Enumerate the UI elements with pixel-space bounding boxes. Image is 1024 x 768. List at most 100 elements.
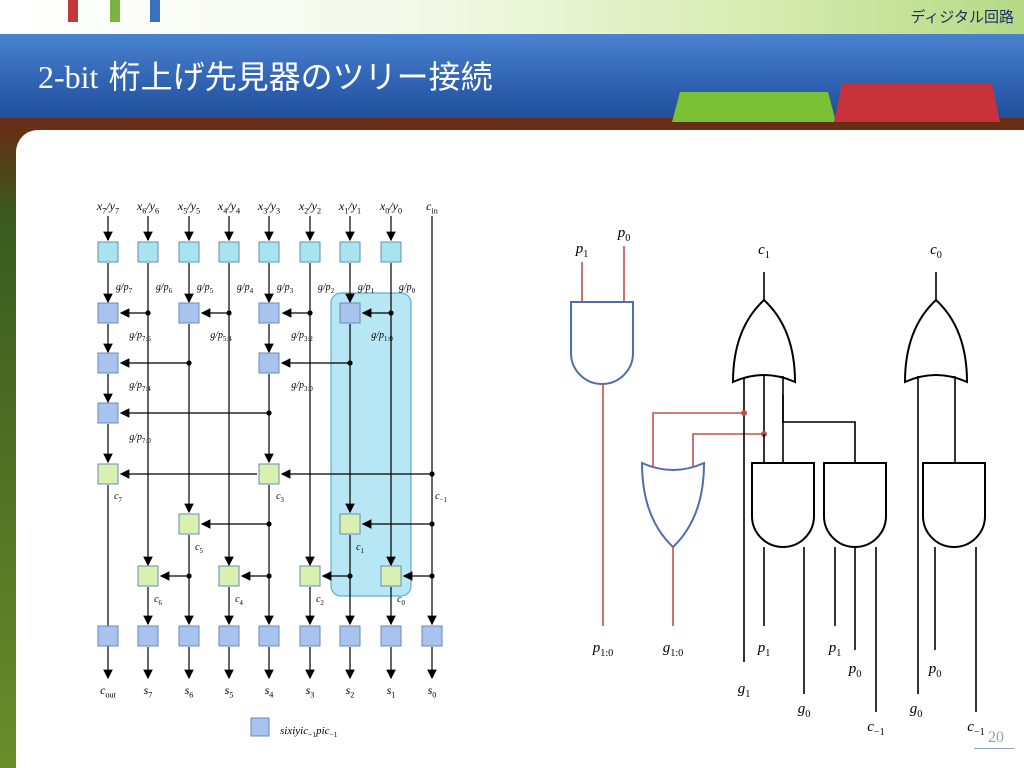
- label-subscript: 4: [269, 690, 273, 699]
- label-base: p: [592, 640, 601, 656]
- gp-label: g/p1:0​: [371, 330, 393, 343]
- pg-generator-box: [299, 241, 321, 263]
- input-label: x4​/y4​: [217, 199, 240, 215]
- gate-input-label: g0​: [798, 701, 811, 720]
- label-base: g: [798, 701, 806, 717]
- carry-box: [380, 565, 402, 587]
- combine-box: [97, 302, 119, 324]
- gate-wire: [652, 412, 744, 467]
- input-label: x5​/y5​: [177, 199, 200, 215]
- label-subscript: 3: [276, 206, 280, 215]
- label-base: c: [967, 719, 974, 735]
- label-subscript: 5: [183, 206, 187, 215]
- label-subscript: 3: [310, 690, 314, 699]
- tab-blue: [150, 0, 160, 22]
- red-tab-shape: [834, 84, 1000, 122]
- carry-box: [339, 513, 361, 535]
- gate-input-label: p1​: [757, 640, 771, 659]
- label-subscript: 2: [331, 288, 335, 295]
- output-label: s3​: [306, 683, 315, 699]
- label-subscript: 7: [115, 206, 119, 215]
- label-base: /y: [347, 199, 357, 213]
- label-base: /y: [266, 199, 276, 213]
- label-subscript: 0: [625, 233, 630, 244]
- label-subscript: 0: [936, 669, 941, 680]
- label-base: g/p: [237, 282, 250, 293]
- output-label: s1​: [387, 683, 396, 699]
- label-subscript: out: [105, 690, 116, 699]
- label-subscript: 1: [344, 206, 348, 215]
- label-base: s: [225, 683, 230, 697]
- label-subscript: 7:0: [142, 438, 151, 445]
- label-subscript: −1: [440, 497, 447, 504]
- label-subscript: 0: [937, 250, 942, 261]
- carry-label: c7​: [114, 491, 122, 504]
- label-subscript: 0: [385, 206, 389, 215]
- label-base: x: [217, 199, 224, 213]
- label-subscript: 5: [229, 690, 233, 699]
- sum-box: [380, 625, 402, 647]
- label-base: c: [235, 594, 240, 605]
- output-label: cout​: [100, 683, 116, 699]
- label-subscript: 3: [263, 206, 267, 215]
- gate-input-label: p0​: [617, 225, 631, 244]
- label-subscript: 1:0: [384, 336, 393, 343]
- gate-output-label: c1​: [758, 242, 770, 261]
- label-base: g/p: [129, 330, 142, 341]
- pg-generator-box: [339, 241, 361, 263]
- label-base: yi: [294, 725, 303, 737]
- label-base: c: [930, 242, 937, 258]
- label-subscript: 0: [398, 206, 402, 215]
- label-subscript: 4: [250, 288, 254, 295]
- carry-box: [299, 565, 321, 587]
- label-base: s: [346, 683, 351, 697]
- title-prefix: 2-bit: [38, 59, 99, 95]
- label-subscript: 1: [765, 250, 770, 261]
- combine-box: [97, 352, 119, 374]
- output-label: s7​: [144, 683, 153, 699]
- or-gate-c1: [731, 298, 797, 384]
- label-base: p: [617, 225, 626, 241]
- carry-label: c4​: [235, 594, 243, 607]
- label-base: c: [276, 491, 281, 502]
- gate-input-label: c−1​: [867, 719, 885, 738]
- sum-box: [178, 625, 200, 647]
- label-base: c: [195, 542, 200, 553]
- cin-label: cin​: [426, 199, 438, 215]
- label-subscript: 5: [200, 548, 204, 555]
- gp-label: g/p0​: [399, 282, 416, 295]
- junction-dot: [741, 410, 747, 416]
- label-base: p: [928, 661, 937, 677]
- label-base: g/p: [129, 380, 142, 391]
- pg-generator-box: [137, 241, 159, 263]
- label-subscript: 0: [805, 709, 810, 720]
- label-subscript: 2: [304, 206, 308, 215]
- label-base: s: [185, 683, 190, 697]
- label-subscript: −1: [974, 727, 985, 738]
- sum-box: [421, 625, 443, 647]
- label-subscript: 5: [196, 206, 200, 215]
- label-subscript: 0: [856, 669, 861, 680]
- label-base: /y: [226, 199, 236, 213]
- gate-output-label: p1:0​: [592, 640, 614, 659]
- gate-input-label: p0​: [848, 661, 862, 680]
- label-base: si: [280, 725, 287, 737]
- gp-label: g/p1​: [358, 282, 374, 295]
- label-base: g/p: [318, 282, 331, 293]
- prefix-tree: x7​/y7​x6​/y6​x5​/y5​x4​/y4​x3​/y3​x2​/y…: [96, 199, 447, 739]
- label-base: g/p: [129, 432, 142, 443]
- gate-output-label: c0​: [930, 242, 942, 261]
- label-base: g/p: [291, 380, 304, 391]
- label-subscript: 2: [321, 600, 325, 607]
- carry-label: c3​: [276, 491, 284, 504]
- label-base: c: [100, 683, 106, 697]
- label-base: s: [306, 683, 311, 697]
- output-label: s6​: [185, 683, 194, 699]
- label-subscript: 2: [350, 690, 354, 699]
- label-base: /y: [145, 199, 155, 213]
- label-subscript: 3: [281, 497, 285, 504]
- label-base: /y: [388, 199, 398, 213]
- label-subscript: 1: [371, 288, 374, 295]
- label-subscript: 1: [583, 249, 588, 260]
- label-base: c: [303, 725, 308, 737]
